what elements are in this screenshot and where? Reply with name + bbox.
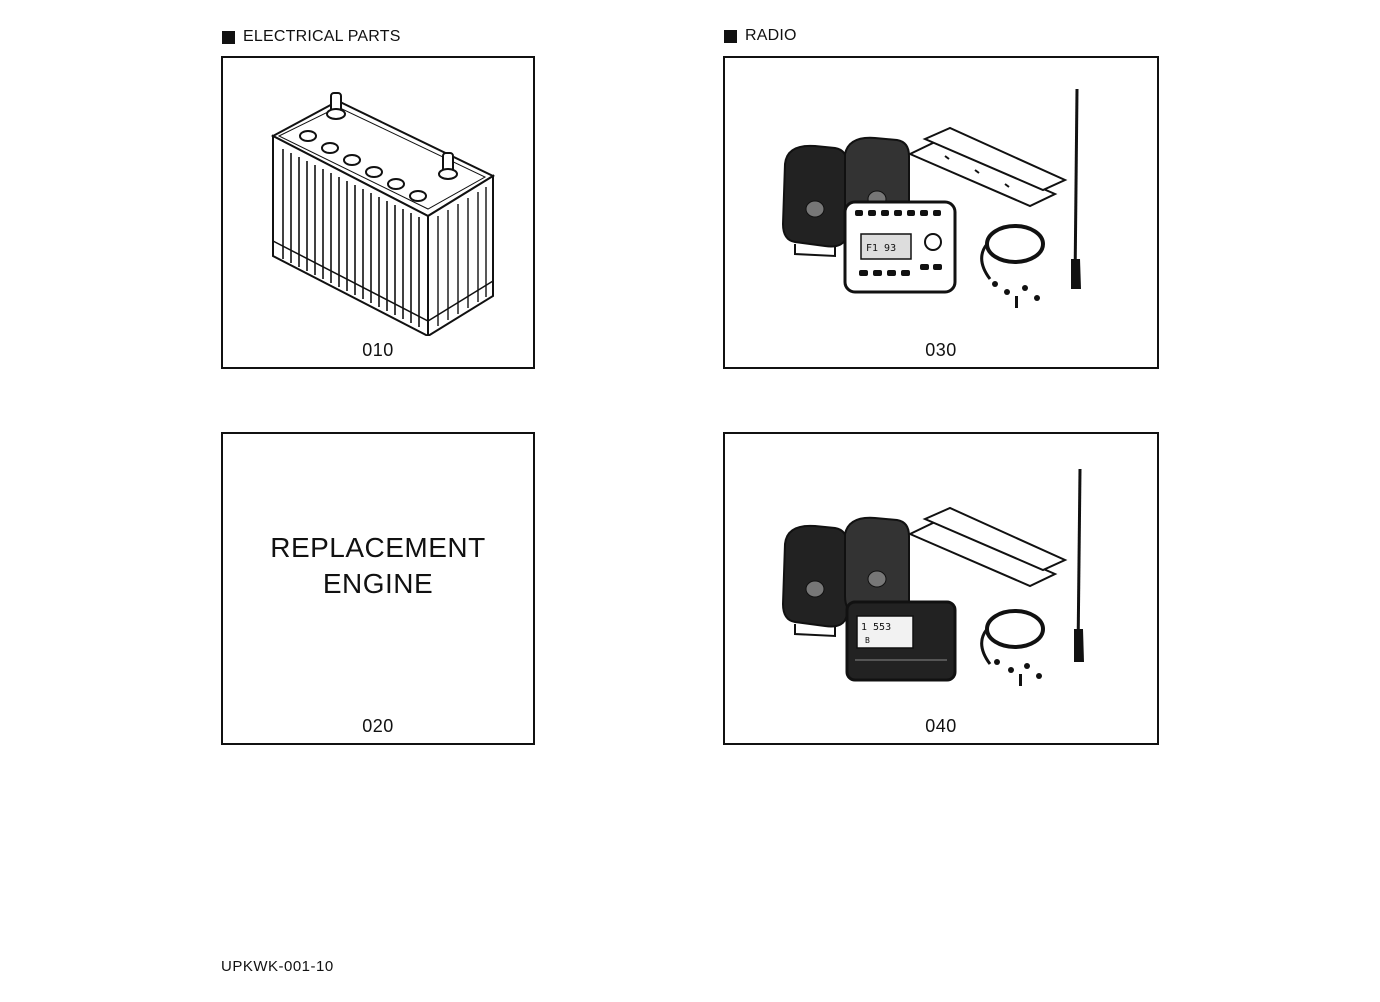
section-heading-electrical: ELECTRICAL PARTS [222, 28, 401, 46]
svg-text:1 553: 1 553 [861, 622, 891, 633]
section-heading-electrical-label: ELECTRICAL PARTS [243, 28, 401, 45]
replacement-engine-line1: REPLACEMENT [270, 532, 486, 563]
svg-text:F1 93: F1 93 [866, 243, 896, 254]
radio-kit-illustration-icon: F1 93 [781, 88, 1081, 308]
svg-text:B: B [865, 636, 870, 645]
replacement-engine-text: REPLACEMENT ENGINE [223, 530, 533, 602]
document-code: UPKWK-001-10 [221, 958, 334, 975]
section-heading-radio-label: RADIO [745, 27, 797, 44]
radio-kit-illustration-icon: 1 553 B [781, 468, 1084, 686]
panel-battery[interactable]: 010 [221, 56, 535, 369]
panel-radio-kit-b[interactable]: 1 553 B 040 [723, 432, 1159, 745]
section-heading-radio: RADIO [724, 27, 797, 45]
panel-replacement-engine[interactable]: REPLACEMENT ENGINE 020 [221, 432, 535, 745]
part-number-020: 020 [362, 716, 394, 736]
part-number-030: 030 [925, 340, 957, 360]
square-bullet-icon [222, 30, 235, 44]
battery-illustration-icon [270, 92, 496, 336]
replacement-engine-line2: ENGINE [322, 568, 434, 599]
square-bullet-icon [724, 29, 737, 43]
part-number-040: 040 [925, 716, 957, 736]
part-number-010: 010 [362, 340, 394, 360]
panel-radio-kit-a[interactable]: F1 93 030 [723, 56, 1159, 369]
